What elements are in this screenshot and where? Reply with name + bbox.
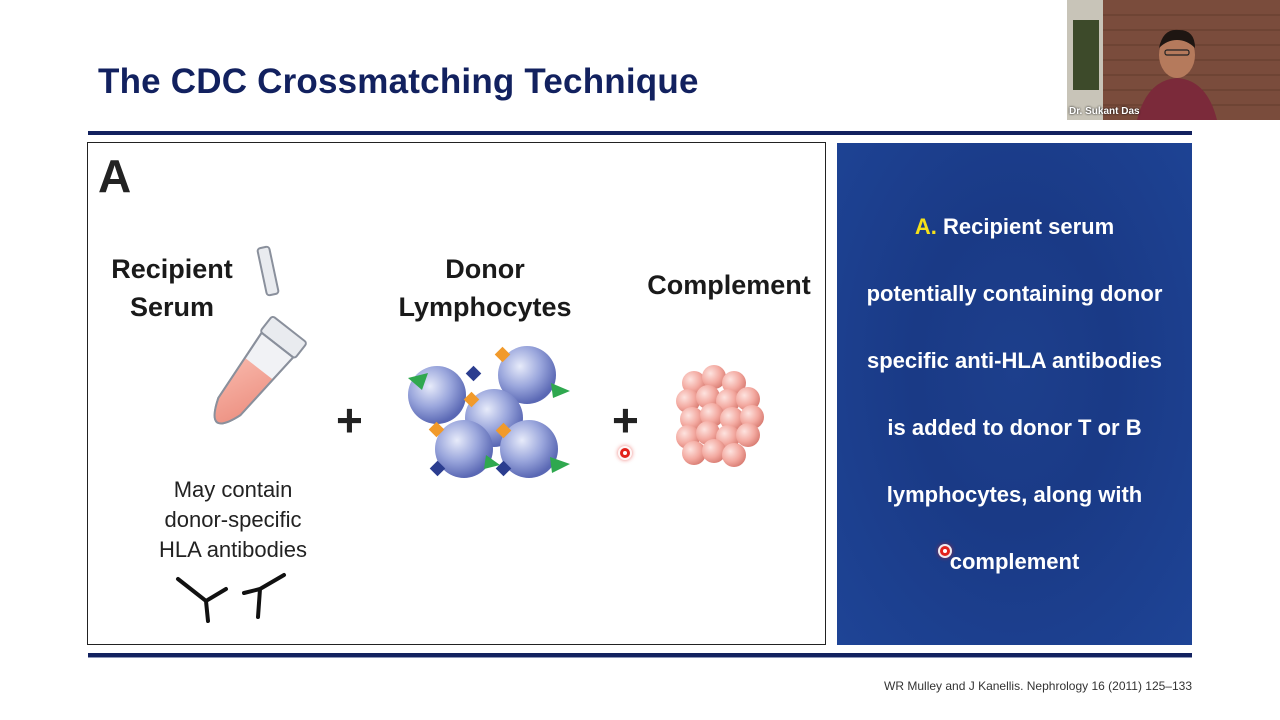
laser-pointer-icon [620, 448, 630, 458]
panel-letter: A [98, 150, 132, 202]
webcam-scene [1067, 0, 1280, 120]
bottom-divider-thin [88, 657, 1192, 658]
figure-illustration [176, 245, 764, 623]
donor-label-line1: Donor [445, 254, 525, 284]
plus-sign: + [336, 394, 363, 446]
figure-panel: A Recipient Serum Donor Lymphocytes Comp… [87, 142, 826, 645]
lymphocyte-cluster-icon [408, 346, 570, 478]
may-contain-line2: donor-specific [164, 507, 302, 532]
info-line-4: is added to donor T or B [887, 415, 1142, 440]
bottom-divider [88, 653, 1192, 657]
antibody-icon [176, 577, 228, 623]
info-line-3: specific anti-HLA antibodies [866, 348, 1162, 373]
info-panel: A. Recipient serum potentially containin… [837, 143, 1192, 645]
may-contain-line1: May contain [173, 477, 293, 502]
complement-cluster-icon [676, 365, 764, 467]
slide-title: The CDC Crossmatching Technique [98, 62, 699, 101]
antibody-icon [242, 573, 286, 619]
may-contain-line3: HLA antibodies [159, 537, 307, 562]
info-line-5: lymphocytes, along with [886, 482, 1143, 507]
donor-label-line2: Lymphocytes [398, 292, 572, 322]
info-line-1: A. Recipient serum [837, 214, 1192, 240]
recipient-label-line2: Serum [129, 292, 215, 322]
info-highlight: A. [914, 214, 937, 239]
recipient-label-line1: Recipient [111, 254, 233, 284]
laser-pointer-icon [940, 546, 950, 556]
presenter-webcam: Dr. Sukant Das [1067, 0, 1280, 120]
complement-label: Complement [647, 270, 811, 300]
citation: WR Mulley and J Kanellis. Nephrology 16 … [884, 679, 1192, 693]
donor-lymphocytes-label: Donor Lymphocytes [380, 250, 590, 326]
may-contain-caption: May contain donor-specific HLA antibodie… [138, 475, 328, 565]
recipient-serum-label: Recipient Serum [102, 250, 242, 326]
info-line-1-text: Recipient serum [936, 214, 1115, 239]
info-line-2: potentially containing donor [866, 281, 1163, 306]
top-divider [88, 131, 1192, 135]
presenter-name: Dr. Sukant Das [1069, 106, 1140, 117]
tube-icon [213, 245, 307, 425]
plus-sign: + [612, 394, 639, 446]
info-line-6: complement [949, 549, 1080, 574]
